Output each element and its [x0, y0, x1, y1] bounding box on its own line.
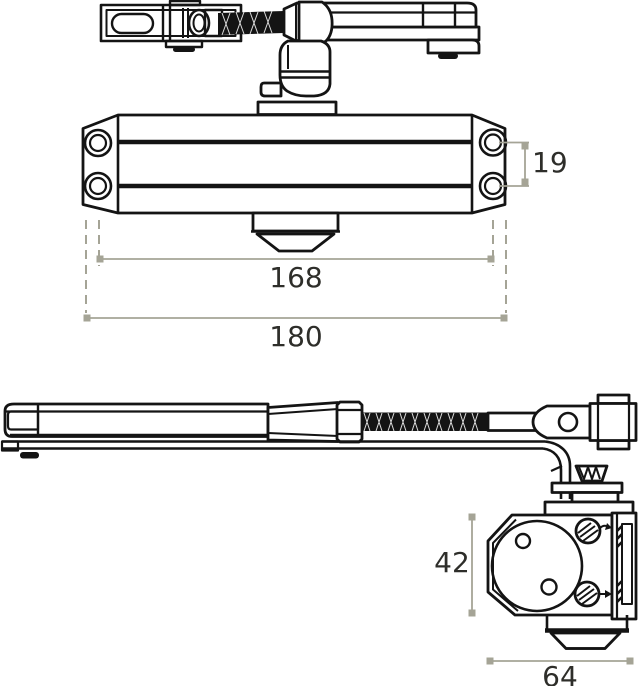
dimension-64-label: 64 [542, 660, 578, 686]
body-hole [540, 578, 558, 596]
dimension-168-label: 168 [269, 261, 322, 294]
dimension-42-label: 42 [434, 546, 470, 579]
arm-link-column [259, 39, 332, 98]
mounting-rail [610, 511, 638, 621]
hex-nut [335, 400, 364, 444]
valve-block [251, 211, 340, 253]
dimension-168: 168 [96, 255, 495, 294]
clevis-pin-hole [557, 411, 579, 433]
closer-body-end-view [486, 511, 638, 650]
spindle-boss-plate [256, 100, 338, 116]
arm-shoe-side-view [588, 393, 638, 451]
valve-screw-bottom [573, 580, 601, 608]
valve-screw-top [574, 517, 602, 545]
arm-flange [426, 38, 481, 55]
dimension-180-label: 180 [269, 320, 322, 353]
dimension-64: 64 [486, 657, 634, 686]
dimension-19-label: 19 [532, 146, 568, 179]
dimension-42: 42 [434, 513, 476, 617]
side-view: 42 64 [0, 393, 638, 686]
cylinder-face [490, 519, 584, 613]
arm-elbow [297, 0, 334, 47]
mounting-hole [83, 171, 113, 201]
main-arm-top-view [282, 0, 481, 59]
rod-socket [187, 8, 211, 38]
arm-taper-cone [266, 401, 340, 443]
adjustment-arrow-icon [598, 590, 612, 598]
main-arm-side-view [3, 402, 270, 438]
foot-block [545, 615, 629, 650]
spindle [543, 464, 635, 517]
adjustment-arrow-icon [599, 523, 612, 530]
body-hole [514, 532, 532, 550]
extension-lines [85, 220, 507, 313]
dimension-19: 19 [499, 141, 568, 187]
threaded-rod-top-view [218, 10, 284, 36]
mounting-hole [83, 128, 113, 158]
shoe-slot [110, 12, 155, 35]
top-view: 19 168 180 [81, 0, 568, 353]
dimension-180: 180 [83, 314, 508, 353]
slide-bar [0, 440, 572, 499]
rod-clevis [486, 404, 592, 440]
closer-body-top-view [81, 113, 508, 253]
threaded-rod-side-view [362, 412, 488, 432]
